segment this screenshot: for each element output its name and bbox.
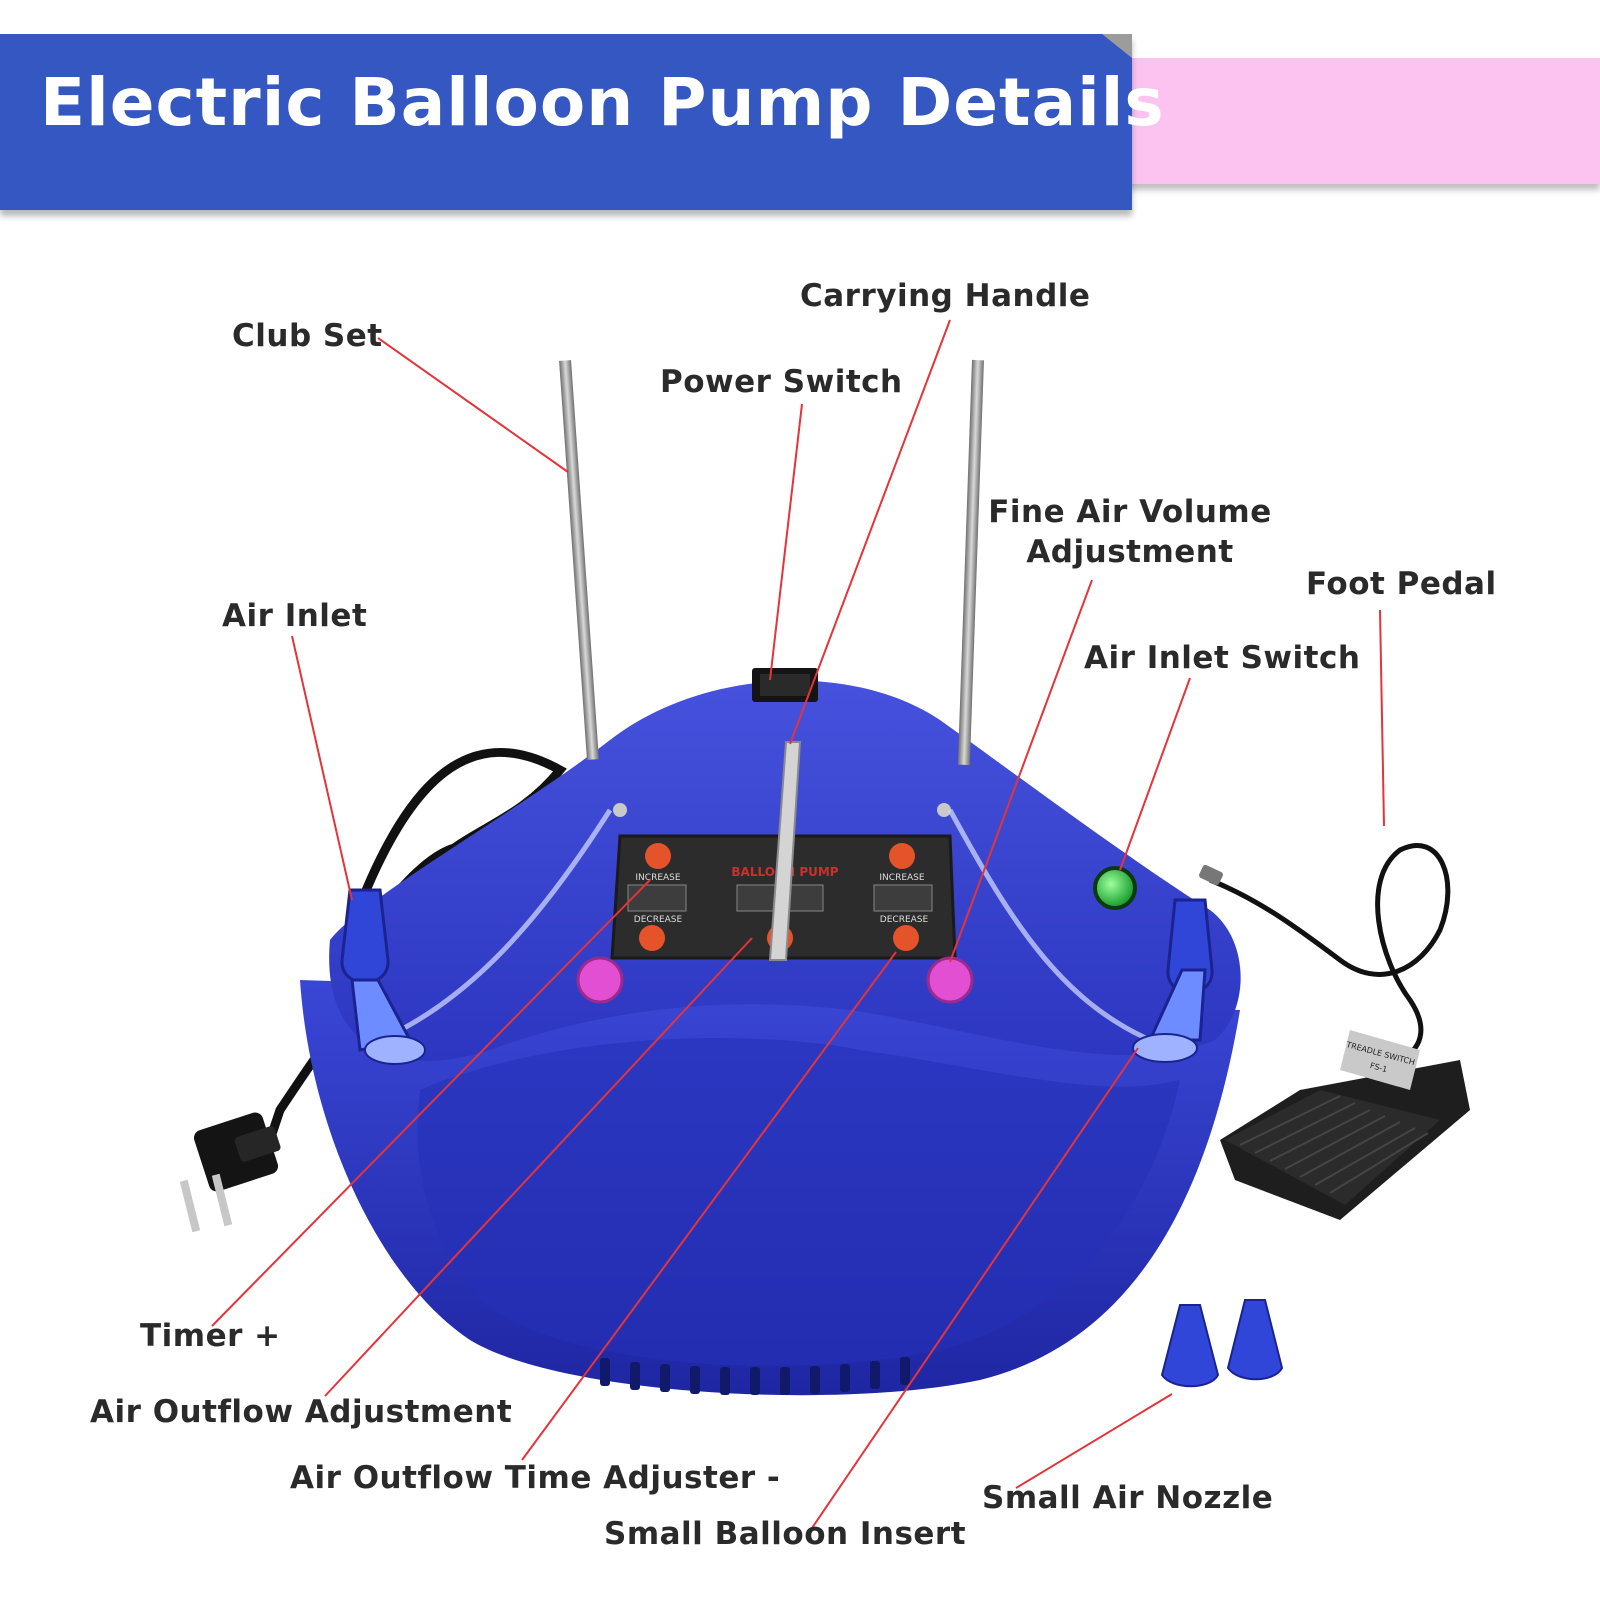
foot-pedal: TREADLE SWITCH FS-1 <box>1220 1030 1470 1220</box>
leader-club-set <box>377 337 569 473</box>
label-air-inlet: Air Inlet <box>222 598 368 634</box>
air-inlet-switch-button <box>1093 866 1137 910</box>
left-nozzles <box>340 888 426 1065</box>
panel-screw-left <box>613 803 627 817</box>
label-foot-pedal: Foot Pedal <box>1306 566 1497 602</box>
foot-pedal-cord <box>1209 843 1451 1063</box>
fine-adjust-knob-left <box>576 956 624 1004</box>
leader-air-inlet-switch <box>1119 677 1191 871</box>
banner-fold-corner <box>1102 34 1132 58</box>
label-air-outflow-time-adjuster: Air Outflow Time Adjuster - <box>290 1460 781 1496</box>
panel-screw-right <box>937 803 951 817</box>
right-nozzles <box>1132 898 1214 1063</box>
leader-air-outflow-time <box>521 951 897 1461</box>
leader-foot-pedal <box>1379 609 1385 827</box>
label-timer-plus: Timer + <box>140 1318 281 1354</box>
carrying-handle <box>768 741 802 961</box>
svg-text:DECREASE: DECREASE <box>880 915 929 925</box>
small-air-nozzles <box>1160 1299 1284 1388</box>
label-small-balloon-insert: Small Balloon Insert <box>604 1516 967 1552</box>
label-small-air-nozzle: Small Air Nozzle <box>982 1480 1274 1516</box>
leader-fine-air-volume <box>949 579 1093 963</box>
label-power-switch: Power Switch <box>660 364 903 400</box>
label-fine-air-volume-line2: Adjustment <box>1026 534 1234 570</box>
pedal-model: FS-1 <box>1369 1061 1388 1074</box>
leader-power-switch <box>769 403 803 681</box>
club-rod-left <box>559 360 599 760</box>
club-rod-right <box>957 359 984 766</box>
svg-text:DECREASE: DECREASE <box>634 915 683 925</box>
leader-carrying-handle <box>789 319 951 745</box>
header-banner <box>0 34 1132 210</box>
page-title: Electric Balloon Pump Details <box>40 64 1165 141</box>
power-plug <box>179 1112 281 1233</box>
fine-adjust-knob-right <box>926 956 974 1004</box>
svg-text:INCREASE: INCREASE <box>879 873 924 883</box>
header-accent-bar <box>1094 58 1600 184</box>
svg-text:INCREASE: INCREASE <box>635 873 680 883</box>
air-vents <box>600 1357 910 1395</box>
label-air-outflow-adjustment: Air Outflow Adjustment <box>90 1394 513 1430</box>
leader-small-balloon-insert <box>811 1047 1139 1529</box>
label-club-set: Club Set <box>232 318 383 354</box>
leader-lines <box>211 319 1385 1529</box>
leader-air-outflow-adjustment <box>324 937 753 1397</box>
leader-small-air-nozzle <box>1015 1393 1173 1489</box>
leader-timer-plus <box>211 879 651 1327</box>
front-recess <box>417 1038 1180 1366</box>
label-carrying-handle: Carrying Handle <box>800 278 1091 314</box>
label-fine-air-volume-line1: Fine Air Volume <box>988 494 1272 530</box>
label-fine-air-volume: Fine Air Volume Adjustment <box>980 492 1280 572</box>
leader-air-inlet <box>291 635 353 901</box>
label-air-inlet-switch: Air Inlet Switch <box>1084 640 1361 676</box>
